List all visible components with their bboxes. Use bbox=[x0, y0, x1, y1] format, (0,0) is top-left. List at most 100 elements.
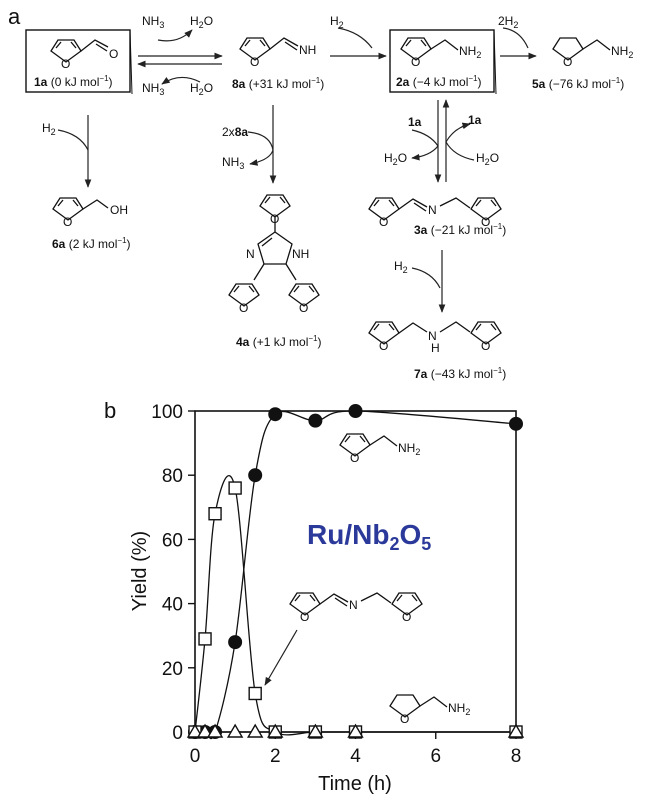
data-point-square bbox=[208, 507, 222, 521]
data-point-triangle bbox=[267, 723, 284, 738]
data-point-circle bbox=[308, 413, 323, 428]
compound-2a: O NH2 2a (−4 kJ mol−1) bbox=[389, 29, 497, 95]
svg-text:1a (0 kJ mol−1): 1a (0 kJ mol−1) bbox=[34, 74, 113, 89]
svg-text:N: N bbox=[349, 598, 358, 612]
compound-3a: O N O 3a (−21 kJ mol−1) bbox=[368, 197, 506, 237]
reagent-h2o-out: H2O bbox=[190, 14, 213, 30]
svg-text:O: O bbox=[299, 301, 308, 315]
svg-text:H2O: H2O bbox=[476, 151, 499, 167]
compound-1a: O O 1a (0 kJ mol−1) bbox=[25, 29, 133, 95]
svg-text:O: O bbox=[379, 215, 388, 229]
svg-text:7a (−43 kJ mol−1): 7a (−43 kJ mol−1) bbox=[414, 366, 506, 381]
svg-text:O: O bbox=[63, 215, 72, 229]
compound-6a: O OH 6a (2 kJ mol−1) bbox=[52, 197, 131, 251]
svg-text:4a (+1 kJ mol−1): 4a (+1 kJ mol−1) bbox=[236, 334, 322, 349]
x-tick-label: 2 bbox=[270, 746, 281, 767]
svg-text:O: O bbox=[109, 47, 118, 61]
svg-text:H2: H2 bbox=[394, 259, 408, 275]
y-tick-label: 20 bbox=[162, 659, 183, 680]
svg-text:O: O bbox=[411, 55, 420, 69]
annotation-arrow bbox=[264, 629, 298, 686]
catalyst-label: Ru/Nb2O5 bbox=[307, 519, 431, 554]
structure-secondary-imine: O N O bbox=[264, 592, 423, 686]
svg-text:N: N bbox=[428, 329, 437, 343]
svg-text:O: O bbox=[300, 610, 309, 624]
svg-text:H: H bbox=[431, 341, 440, 355]
x-tick-label: 0 bbox=[190, 746, 201, 767]
arrow-1a-to-6a: H2 bbox=[42, 115, 92, 188]
svg-text:8a (+31 kJ mol−1): 8a (+31 kJ mol−1) bbox=[232, 76, 324, 91]
y-tick-label: 40 bbox=[162, 595, 183, 616]
svg-text:2x8a: 2x8a bbox=[222, 125, 248, 139]
svg-text:2H2: 2H2 bbox=[498, 14, 518, 30]
svg-text:NH2: NH2 bbox=[448, 701, 470, 717]
y-axis-label: Yield (%) bbox=[129, 531, 151, 611]
svg-text:O: O bbox=[481, 215, 490, 229]
reagent-h2o-back: H2O bbox=[190, 81, 213, 97]
data-point-square bbox=[228, 481, 242, 495]
reagent-nh3-back: NH3 bbox=[142, 81, 164, 97]
svg-text:H2: H2 bbox=[42, 121, 56, 137]
compound-8a: O NH 8a (+31 kJ mol−1) bbox=[232, 37, 324, 91]
svg-text:NH: NH bbox=[299, 43, 316, 57]
y-tick-label: 80 bbox=[162, 466, 183, 487]
svg-text:NH3: NH3 bbox=[222, 155, 244, 171]
data-point-triangle bbox=[196, 723, 214, 738]
svg-text:O: O bbox=[400, 712, 409, 726]
data-point-triangle bbox=[246, 723, 264, 738]
arrow-2a-to-5a: 2H2 bbox=[498, 14, 537, 60]
svg-text:H2: H2 bbox=[330, 14, 344, 30]
arrow-8a-to-2a: H2 bbox=[330, 14, 387, 60]
data-point-circle bbox=[348, 404, 363, 418]
svg-text:5a (−76 kJ mol−1): 5a (−76 kJ mol−1) bbox=[532, 76, 624, 91]
svg-text:NH: NH bbox=[292, 247, 309, 261]
data-point-circle bbox=[248, 468, 263, 483]
svg-text:O: O bbox=[250, 55, 259, 69]
arrow-8a-to-4a: 2x8a NH3 bbox=[222, 105, 277, 184]
data-point-triangle bbox=[507, 723, 525, 738]
panel-a-label: a bbox=[8, 4, 21, 29]
structure-thf-amine: O NH2 bbox=[389, 694, 470, 726]
x-tick-label: 4 bbox=[350, 746, 361, 767]
svg-text:3a (−21 kJ mol−1): 3a (−21 kJ mol−1) bbox=[414, 222, 506, 237]
x-axis-label: Time (h) bbox=[318, 773, 392, 795]
svg-text:6a (2 kJ mol−1): 6a (2 kJ mol−1) bbox=[52, 236, 131, 251]
data-point-triangle bbox=[206, 723, 224, 738]
data-point-triangle bbox=[186, 723, 204, 738]
data-point-triangle bbox=[347, 723, 364, 738]
x-tick-label: 8 bbox=[511, 746, 522, 767]
x-tick-label: 6 bbox=[430, 746, 441, 767]
y-tick-label: 60 bbox=[162, 530, 183, 551]
y-tick-label: 100 bbox=[151, 402, 183, 423]
equilibrium-arrows-1a-8a: NH3 H2O NH3 H2O bbox=[137, 14, 223, 97]
svg-text:NH2: NH2 bbox=[459, 44, 481, 60]
svg-text:O: O bbox=[379, 339, 388, 353]
svg-text:N: N bbox=[428, 203, 437, 217]
svg-text:NH2: NH2 bbox=[611, 44, 633, 60]
svg-text:2a (−4 kJ mol−1): 2a (−4 kJ mol−1) bbox=[396, 74, 482, 89]
compound-5a: O NH2 5a (−76 kJ mol−1) bbox=[532, 37, 633, 91]
structure-furfurylamine: O NH2 bbox=[339, 433, 420, 465]
svg-text:O: O bbox=[563, 55, 572, 69]
panel-b-label: b bbox=[104, 398, 116, 423]
svg-text:O: O bbox=[61, 57, 70, 71]
svg-text:OH: OH bbox=[110, 203, 128, 217]
y-tick-label: 0 bbox=[172, 723, 183, 744]
svg-text:N: N bbox=[246, 247, 255, 261]
reagent-nh3-in: NH3 bbox=[142, 14, 164, 30]
arrow-3a-to-7a: H2 bbox=[394, 250, 446, 313]
svg-text:O: O bbox=[239, 301, 248, 315]
data-point-square bbox=[248, 686, 262, 701]
svg-text:NH2: NH2 bbox=[398, 441, 420, 457]
data-point-circle bbox=[509, 416, 523, 431]
data-point-square bbox=[198, 632, 212, 646]
equilibrium-arrows-2a-3a: 1a 1a H2O H2O bbox=[384, 99, 499, 183]
svg-text:O: O bbox=[350, 451, 359, 465]
compound-7a: O N H O 7a (−43 kJ mol−1) bbox=[368, 321, 506, 381]
svg-text:H2O: H2O bbox=[384, 151, 407, 167]
svg-text:1a: 1a bbox=[468, 113, 482, 127]
data-point-circle bbox=[268, 407, 283, 422]
data-point-triangle bbox=[307, 723, 324, 738]
